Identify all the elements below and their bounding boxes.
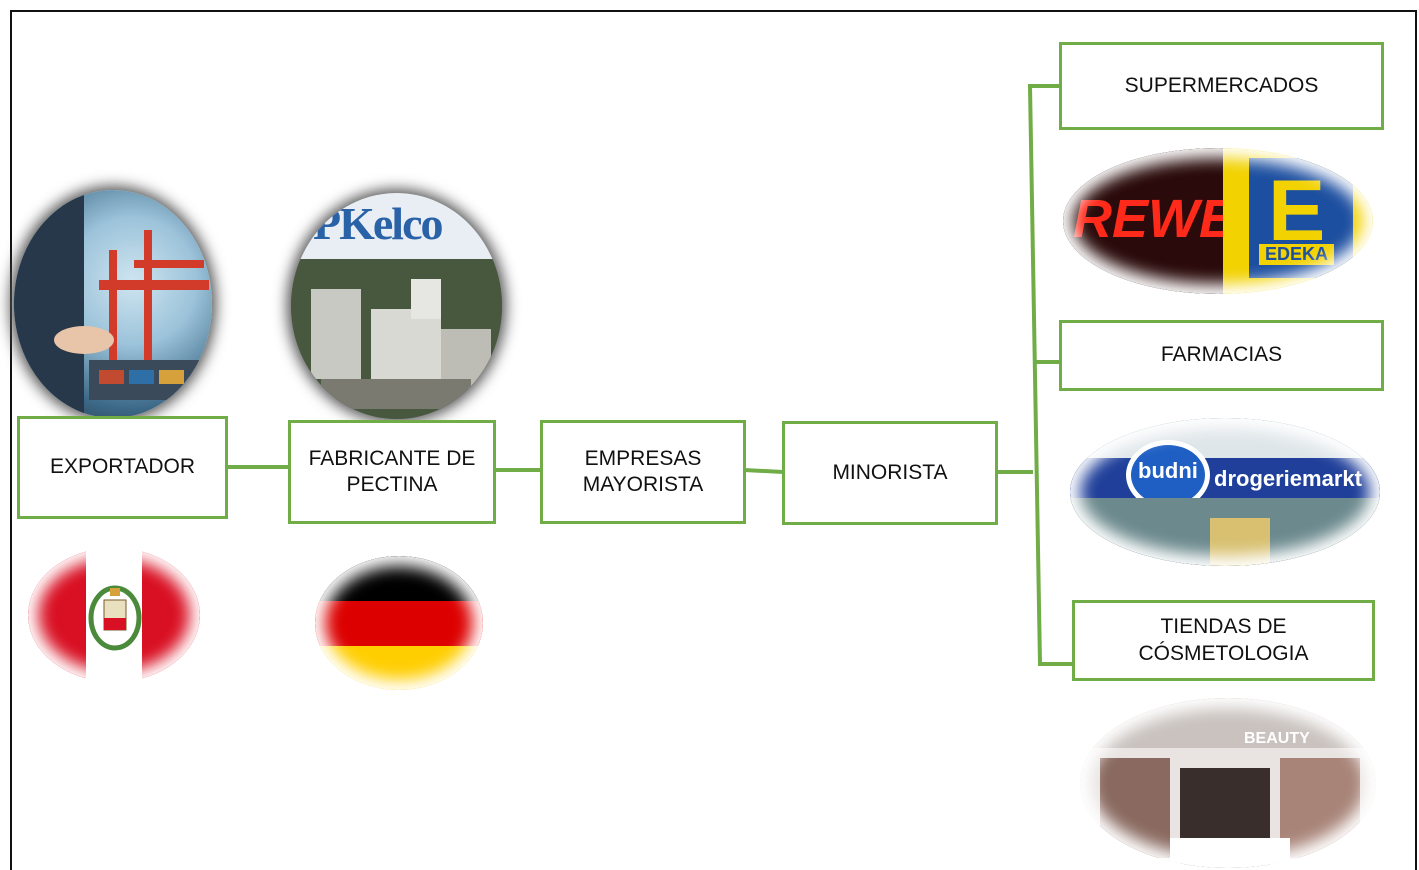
budni-store-image: budni drogeriemarkt [1070,418,1380,566]
node-fabricante-label: FABRICANTE DE PECTINA [308,446,476,496]
germany-flag-image [315,556,483,690]
node-fabricante-de-pectina: FABRICANTE DE PECTINA [288,420,496,524]
edeka-logo-text: EDEKA [1259,244,1335,265]
node-exportador-label: EXPORTADOR [49,455,196,479]
node-tiendas-de-cosmetologia: TIENDAS DE CÓSMETOLOGIA [1072,600,1375,681]
beauty-sign-text: BEAUTY [1244,730,1310,747]
rewe-logo-text: REWE [1073,189,1235,249]
peru-flag-image [28,548,200,682]
port-cranes-image [14,190,212,418]
node-empresas-mayorista: EMPRESAS MAYORISTA [540,420,746,524]
kelco-logo-text: PKelco [313,198,443,249]
crane-illustration-icon [14,190,209,418]
node-minorista-label: MINORISTA [832,460,948,484]
node-mayorista-label: EMPRESAS MAYORISTA [582,446,704,496]
drogeriemarkt-text: drogeriemarkt [1214,466,1362,491]
peru-coat-of-arms-icon [88,585,142,651]
node-exportador: EXPORTADOR [17,416,228,519]
connector-branch-vertical [1027,84,1073,666]
node-supermercados: SUPERMERCADOS [1059,42,1384,130]
cp-kelco-factory-image: PKelco [291,193,502,419]
node-minorista: MINORISTA [782,421,998,525]
factory-buildings-icon [291,259,502,419]
connector-mayorista-minorista [743,468,784,474]
edeka-e-icon: E [1268,163,1326,259]
node-farmacias: FARMACIAS [1059,320,1384,391]
node-supermercados-label: SUPERMERCADOS [1124,73,1319,97]
budni-logo-text: budni [1138,458,1198,483]
diagram-frame [10,10,1417,870]
node-cosmetologia-label: TIENDAS DE CÓSMETOLOGIA [1138,615,1309,665]
node-farmacias-label: FARMACIAS [1160,343,1283,367]
cosmetics-store-image: BEAUTY [1080,698,1376,868]
rewe-edeka-image: REWE E EDEKA [1063,148,1373,294]
